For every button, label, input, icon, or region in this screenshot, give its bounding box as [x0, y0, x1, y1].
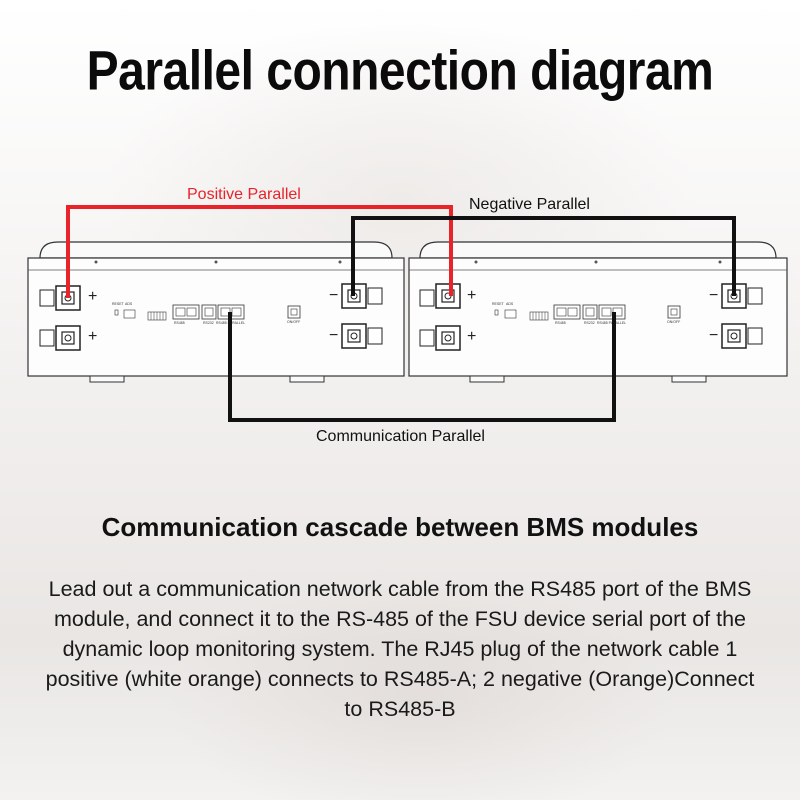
port-rs232: RS232: [201, 304, 217, 325]
reset-label: RESET: [112, 302, 125, 306]
positive-terminal-bottom: [39, 325, 81, 351]
positive-terminal-bottom-2: [419, 325, 461, 351]
svg-text:RS232: RS232: [203, 321, 214, 325]
negative-parallel-label: Negative Parallel: [469, 196, 590, 213]
port-rs232-2: RS232: [582, 304, 598, 325]
minus-sign-top-2: −: [709, 287, 718, 304]
negative-terminal-top: [341, 283, 383, 309]
plus-sign-bottom: +: [88, 328, 97, 345]
section-heading: Communication cascade between BMS module…: [101, 512, 699, 542]
minus-sign-bottom-2: −: [709, 327, 718, 344]
svg-text:ON/OFF: ON/OFF: [287, 320, 300, 324]
negative-terminal-bottom-2: [721, 323, 763, 349]
positive-parallel-cable: [66, 205, 453, 298]
communication-parallel-cable: [228, 312, 616, 422]
minus-sign-top: −: [329, 287, 338, 304]
svg-text:ADS: ADS: [506, 302, 514, 306]
power-switch-2: ON/OFF: [667, 305, 681, 324]
power-switch: ON/OFF: [287, 305, 301, 324]
description-text: Lead out a communication network cable f…: [45, 577, 755, 721]
positive-terminal-top: [39, 285, 81, 311]
port-rs485-2: RS485: [553, 304, 581, 325]
svg-text:RS485 PARALLEL: RS485 PARALLEL: [597, 321, 626, 325]
svg-text:RS485: RS485: [555, 321, 566, 325]
port-rs485: RS485: [172, 304, 200, 325]
page-title: Parallel connection diagram: [86, 41, 714, 103]
plus-sign-top: +: [88, 288, 97, 305]
minus-sign-bottom: −: [329, 327, 338, 344]
negative-terminal-bottom: [341, 323, 383, 349]
svg-text:RS485: RS485: [174, 321, 185, 325]
svg-text:RS232: RS232: [584, 321, 595, 325]
svg-text:RESET: RESET: [492, 302, 505, 306]
negative-parallel-cable: [351, 216, 736, 296]
port-rs485-parallel-2: RS485 PARALLEL: [597, 304, 626, 325]
plus-sign-top-2: +: [467, 287, 476, 304]
plus-sign-bottom-2: +: [467, 328, 476, 345]
battery-module-left: + + RESET ADS RS485 RS232: [27, 241, 405, 383]
communication-parallel-label: Communication Parallel: [316, 428, 485, 445]
negative-terminal-top-2: [721, 283, 763, 309]
adds-label: ADS: [125, 302, 133, 306]
battery-module-right: + + RESET ADS RS485 RS232: [408, 241, 788, 383]
positive-parallel-label: Positive Parallel: [187, 186, 301, 203]
svg-text:ON/OFF: ON/OFF: [667, 320, 680, 324]
